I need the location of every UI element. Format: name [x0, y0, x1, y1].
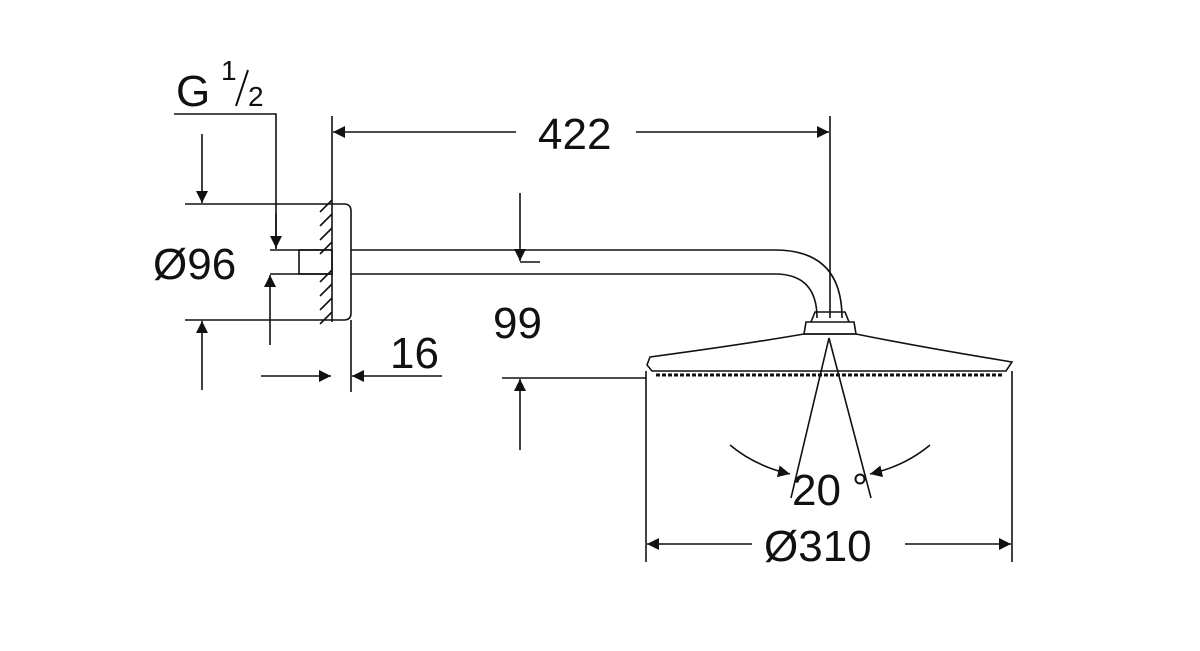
wall-flange [332, 203, 352, 321]
head-diameter-dimension [645, 371, 1013, 562]
drop-height-label: 99 [493, 299, 542, 348]
degree-symbol [854, 473, 866, 485]
wall-hatching [319, 199, 333, 325]
thread-label: G [176, 67, 210, 116]
arm-length-label: 422 [538, 110, 611, 159]
flange-thickness-dimension [261, 320, 442, 392]
shower-head [646, 333, 1014, 372]
thread-fraction-denominator: 2 [248, 81, 264, 112]
flange-thickness-label: 16 [390, 329, 439, 378]
fraction-slash [235, 69, 249, 107]
tilt-angle-dimension [729, 337, 931, 499]
flange-diameter-label: Ø96 [153, 240, 236, 289]
head-diameter-label: Ø310 [764, 522, 872, 571]
thread-leader [174, 113, 277, 249]
thread-fraction-numerator: 1 [221, 55, 237, 86]
shower-arm [351, 249, 843, 319]
drop-height-dimension [502, 193, 646, 450]
thread-connector [298, 249, 333, 275]
tilt-angle-label: 20 [792, 466, 841, 515]
flange-diameter-dimension [185, 134, 332, 390]
arm-length-dimension [331, 116, 831, 318]
